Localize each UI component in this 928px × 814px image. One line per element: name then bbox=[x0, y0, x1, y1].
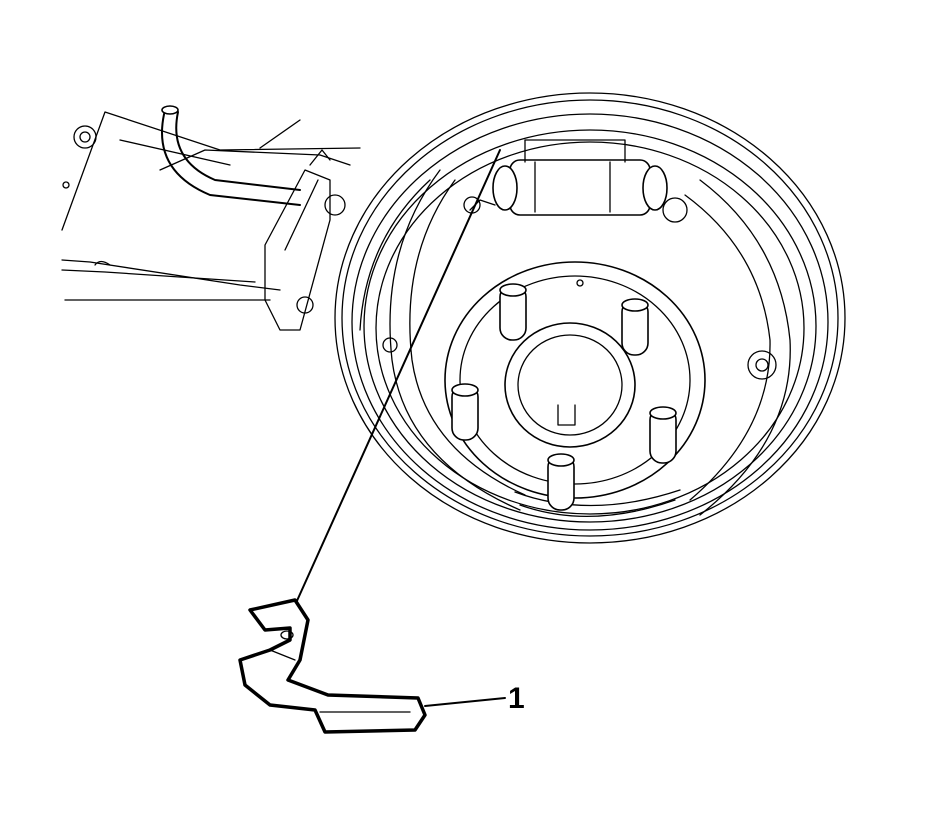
wheel-stud bbox=[451, 383, 479, 441]
brake-hose bbox=[161, 105, 301, 206]
wheel-stud bbox=[649, 406, 677, 464]
brake-shoe-left bbox=[382, 169, 526, 511]
wheel-studs bbox=[451, 283, 677, 511]
lower-spring bbox=[514, 489, 681, 518]
retaining-clip bbox=[238, 598, 427, 734]
wheel-stud bbox=[621, 298, 649, 356]
leader-line bbox=[295, 149, 501, 604]
brake-backing-plate bbox=[334, 92, 846, 544]
brake-shoe-right bbox=[662, 179, 791, 516]
wheel-cylinder bbox=[492, 139, 668, 216]
callout-leader-1 bbox=[424, 697, 506, 707]
wheel-stud bbox=[547, 453, 575, 511]
callout-number-1: 1 bbox=[508, 682, 525, 715]
mounting-bracket bbox=[159, 149, 351, 331]
wheel-stud bbox=[499, 283, 527, 341]
